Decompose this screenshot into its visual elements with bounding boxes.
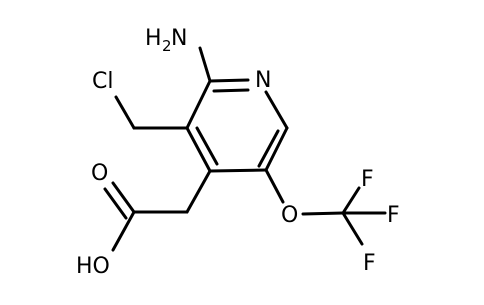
bond-n1-c6 (264, 90, 289, 130)
bond-c4-c3 (185, 126, 212, 173)
amino-h-subscript: 2 (162, 37, 172, 55)
bond-c2-nh2 (198, 46, 212, 83)
amino-h-label: H (145, 26, 162, 51)
ether-oxygen-label: O (281, 203, 298, 228)
bond-c5-c4 (208, 168, 268, 173)
bond-o-cf3 (301, 211, 345, 216)
bond-c-f-bottom (341, 211, 364, 246)
ring-n-label: N (255, 68, 271, 93)
bond-c6-c5 (264, 126, 289, 172)
bond-ch2-cl (114, 95, 136, 130)
carbonyl-oxygen-label: O (91, 161, 108, 186)
bond-carbonyl (111, 181, 136, 214)
bond-c4-c3-double (195, 126, 219, 166)
fluorine-right-label: F (387, 203, 400, 228)
atom-labels: H 2 N N Cl O HO O F F F (76, 26, 400, 279)
bond-carbonyl-double (103, 187, 128, 220)
bond-c5-o (264, 168, 285, 204)
hydroxyl-label: HO (76, 254, 110, 279)
bonds (103, 46, 387, 252)
bond-c4-ch2-acetic (185, 169, 212, 214)
chlorine-label: Cl (92, 69, 113, 94)
bond-c3-c2 (185, 79, 212, 130)
fluorine-bottom-label: F (363, 251, 376, 276)
amino-n-label: N (171, 26, 187, 51)
bond-c2-n1 (208, 78, 250, 83)
bond-c-f-top (341, 186, 361, 215)
fluorine-top-label: F (361, 167, 374, 192)
bond-c2-n1-double (212, 88, 250, 93)
bond-c-oh (111, 210, 136, 252)
bond-c6-c5-double (257, 129, 280, 168)
